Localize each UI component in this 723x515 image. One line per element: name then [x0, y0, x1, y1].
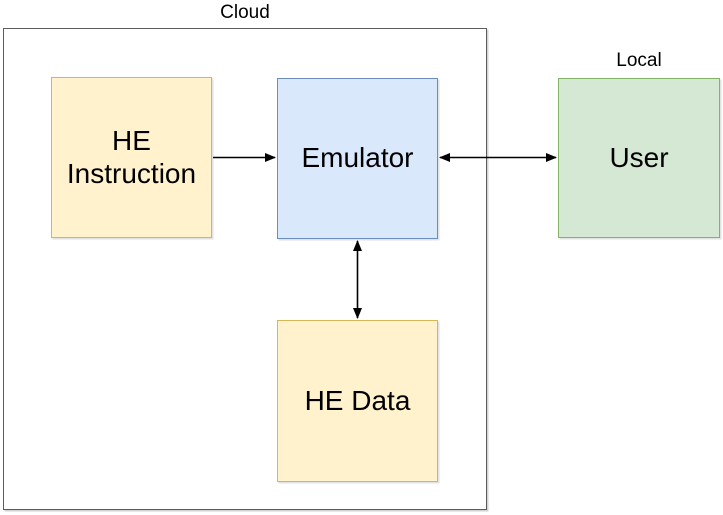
node-he-data-label: HE Data [304, 384, 411, 416]
node-user: User [558, 78, 720, 238]
node-emulator: Emulator [277, 78, 438, 239]
node-he-instruction: HE Instruction [51, 77, 212, 238]
local-region-label: Local [616, 50, 662, 71]
cloud-region-box [3, 28, 487, 510]
node-emulator-label: Emulator [301, 142, 414, 174]
node-he-data: HE Data [277, 320, 438, 482]
node-user-label: User [609, 141, 669, 173]
cloud-region-label: Cloud [220, 2, 270, 23]
node-he-instruction-label: HE Instruction [66, 125, 197, 189]
